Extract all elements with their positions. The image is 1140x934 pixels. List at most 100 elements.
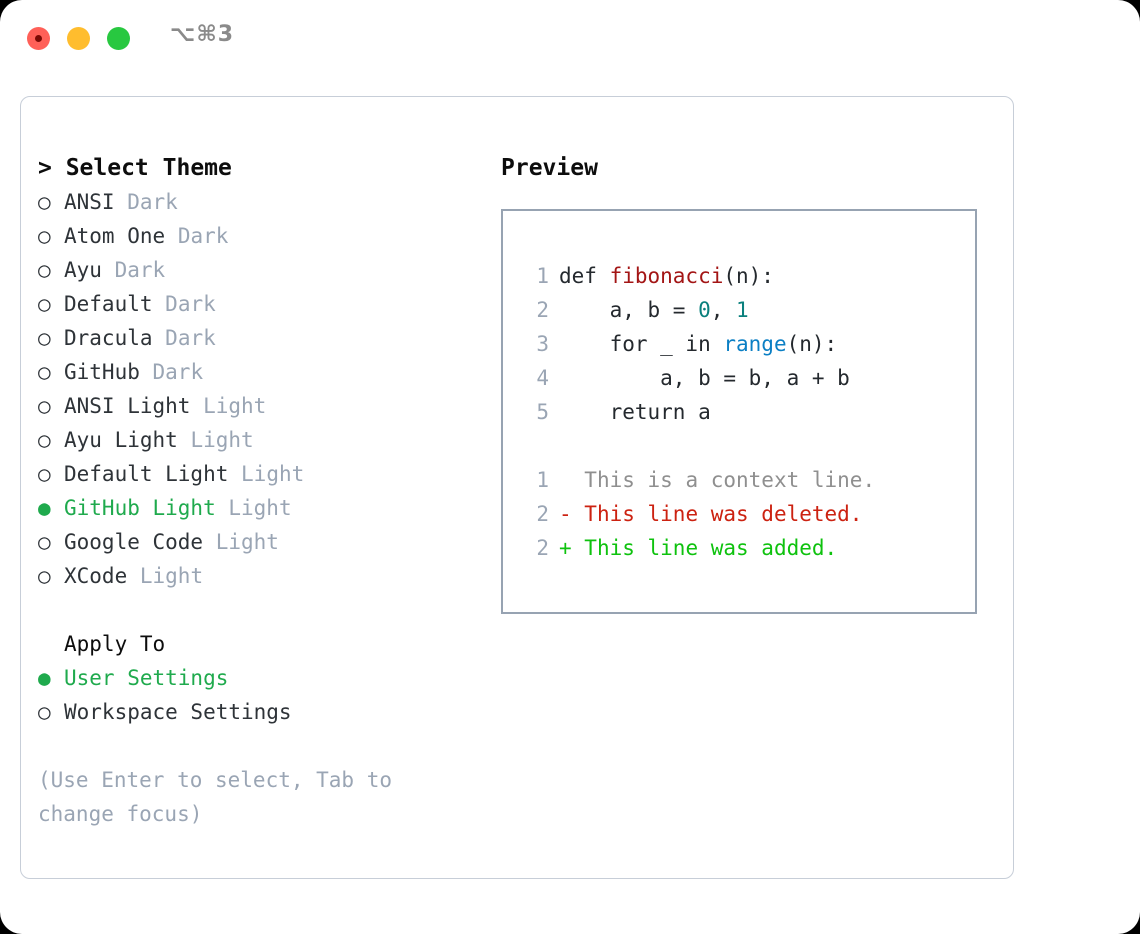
theme-name: Ayu — [64, 258, 102, 282]
theme-variant-tag: Light — [241, 462, 305, 486]
diff-line-text: This is a context line. — [549, 468, 875, 492]
code-line: 3 for _ in range(n): — [521, 327, 975, 361]
code-token-plain: (n): — [723, 264, 774, 288]
theme-variant-tag: Dark — [165, 326, 216, 350]
code-line-text: a, b = 0, 1 — [549, 298, 749, 322]
keyboard-shortcut-label: ⌥⌘3 — [170, 22, 235, 47]
code-line-number: 5 — [536, 400, 549, 424]
theme-list-title: > Select Theme — [38, 155, 232, 181]
diff-content: This is a context line. — [571, 468, 876, 492]
code-line-text: for _ in range(n): — [549, 332, 838, 356]
theme-name: Google Code — [64, 530, 204, 554]
diff-line-added: 2+ This line was added. — [521, 531, 975, 565]
theme-list-item[interactable]: ○ANSI Light Light — [38, 389, 498, 423]
diff-content: This line was deleted. — [571, 502, 863, 526]
theme-variant-tag: Dark — [152, 360, 204, 384]
radio-unselected-icon: ○ — [38, 190, 51, 214]
theme-list-item[interactable]: ○Default Light Light — [38, 457, 498, 491]
apply-to-options[interactable]: ●User Settings ○ Workspace Settings — [38, 661, 498, 729]
theme-variant-tag: Light — [215, 530, 279, 554]
theme-variant-tag: Dark — [165, 292, 216, 316]
diff-line-context: 1 This is a context line. — [521, 463, 975, 497]
diff-line-text: - This line was deleted. — [549, 502, 862, 526]
code-token-plain: return a — [559, 400, 711, 424]
theme-variant-tag: Light — [228, 496, 292, 520]
theme-list-item[interactable]: ○ Dracula Dark — [38, 321, 498, 355]
theme-list-item[interactable]: ○ XCode Light — [38, 559, 498, 593]
theme-list-item[interactable]: ○Atom One Dark — [38, 219, 498, 253]
code-line-number: 1 — [536, 264, 549, 288]
code-token-num: 0 — [698, 298, 711, 322]
diff-line-number: 2 — [536, 536, 549, 560]
diff-sign — [559, 468, 572, 492]
theme-list-item[interactable]: ○Ayu Dark — [38, 253, 498, 287]
diff-spacer — [521, 429, 975, 463]
theme-selector-column: > Select Theme ○ANSI Dark○Atom One Dark○… — [38, 151, 498, 831]
radio-unselected-icon: ○ — [38, 394, 51, 418]
code-line: 4 a, b = b, a + b — [521, 361, 975, 395]
code-token-kw: range — [723, 332, 787, 356]
radio-unselected-icon: ○ — [38, 564, 51, 588]
theme-variant-tag: Light — [139, 564, 204, 588]
title-bar: ⌥⌘3 — [0, 0, 1140, 76]
theme-name: Atom One — [64, 224, 166, 248]
theme-list-item[interactable]: ● GitHub Light Light — [38, 491, 498, 525]
radio-selected-icon: ● — [38, 496, 51, 520]
code-line: 5 return a — [521, 395, 975, 429]
diff-sample: 1 This is a context line.2- This line wa… — [521, 463, 975, 565]
code-token-plain: def — [559, 264, 610, 288]
radio-unselected-icon: ○ — [38, 326, 51, 350]
keyboard-hint: (Use Enter to select, Tab to change focu… — [38, 768, 393, 826]
radio-unselected-icon: ○ — [38, 360, 51, 384]
radio-unselected-icon: ○ — [38, 428, 51, 452]
code-token-plain: for _ in — [559, 332, 724, 356]
close-button[interactable] — [27, 27, 50, 50]
theme-variant-tag: Dark — [127, 190, 178, 214]
radio-selected-icon: ● — [38, 666, 51, 690]
code-line-number: 4 — [536, 366, 549, 390]
theme-name: Dracula — [64, 326, 153, 350]
theme-list-item[interactable]: ○Ayu Light Light — [38, 423, 498, 457]
theme-list-item[interactable]: ○ANSI Dark — [38, 185, 498, 219]
radio-unselected-icon: ○ — [38, 700, 51, 724]
diff-line-number: 1 — [536, 468, 549, 492]
code-line-number: 3 — [536, 332, 549, 356]
maximize-button[interactable] — [107, 27, 130, 50]
radio-unselected-icon: ○ — [38, 530, 51, 554]
theme-name: GitHub — [64, 360, 140, 384]
diff-line-number: 2 — [536, 502, 549, 526]
code-line: 2 a, b = 0, 1 — [521, 293, 975, 327]
theme-list[interactable]: ○ANSI Dark○Atom One Dark○Ayu Dark○Defaul… — [38, 185, 498, 593]
diff-sign: - — [559, 502, 572, 526]
code-line-text: def fibonacci(n): — [549, 264, 774, 288]
code-token-plain: (n): — [786, 332, 838, 356]
apply-to-option[interactable]: ●User Settings — [38, 661, 498, 695]
code-line-text: a, b = b, a + b — [549, 366, 850, 390]
theme-list-item[interactable]: ○ GitHub Dark — [38, 355, 498, 389]
theme-list-item[interactable]: ○ Google Code Light — [38, 525, 498, 559]
theme-list-item[interactable]: ○ Default Dark — [38, 287, 498, 321]
diff-line-deleted: 2- This line was deleted. — [521, 497, 975, 531]
code-token-fn: fibonacci — [609, 264, 724, 288]
preview-title: Preview — [501, 155, 598, 181]
theme-name: XCode — [64, 564, 128, 588]
radio-unselected-icon: ○ — [38, 258, 51, 282]
theme-name: GitHub Light — [64, 496, 216, 520]
theme-name: ANSI Light — [64, 394, 191, 418]
radio-unselected-icon: ○ — [38, 224, 51, 248]
theme-variant-tag: Light — [190, 428, 254, 452]
code-token-plain: a, b = — [559, 298, 699, 322]
diff-sign: + — [559, 536, 572, 560]
radio-unselected-icon: ○ — [38, 292, 51, 316]
apply-to-label: Workspace Settings — [64, 700, 292, 724]
minimize-button[interactable] — [67, 27, 90, 50]
apply-to-option[interactable]: ○ Workspace Settings — [38, 695, 498, 729]
main-panel: > Select Theme ○ANSI Dark○Atom One Dark○… — [20, 96, 1014, 879]
code-line-text: return a — [549, 400, 711, 424]
theme-name: Default — [64, 292, 153, 316]
diff-line-text: + This line was added. — [549, 536, 837, 560]
diff-content: This line was added. — [571, 536, 838, 560]
